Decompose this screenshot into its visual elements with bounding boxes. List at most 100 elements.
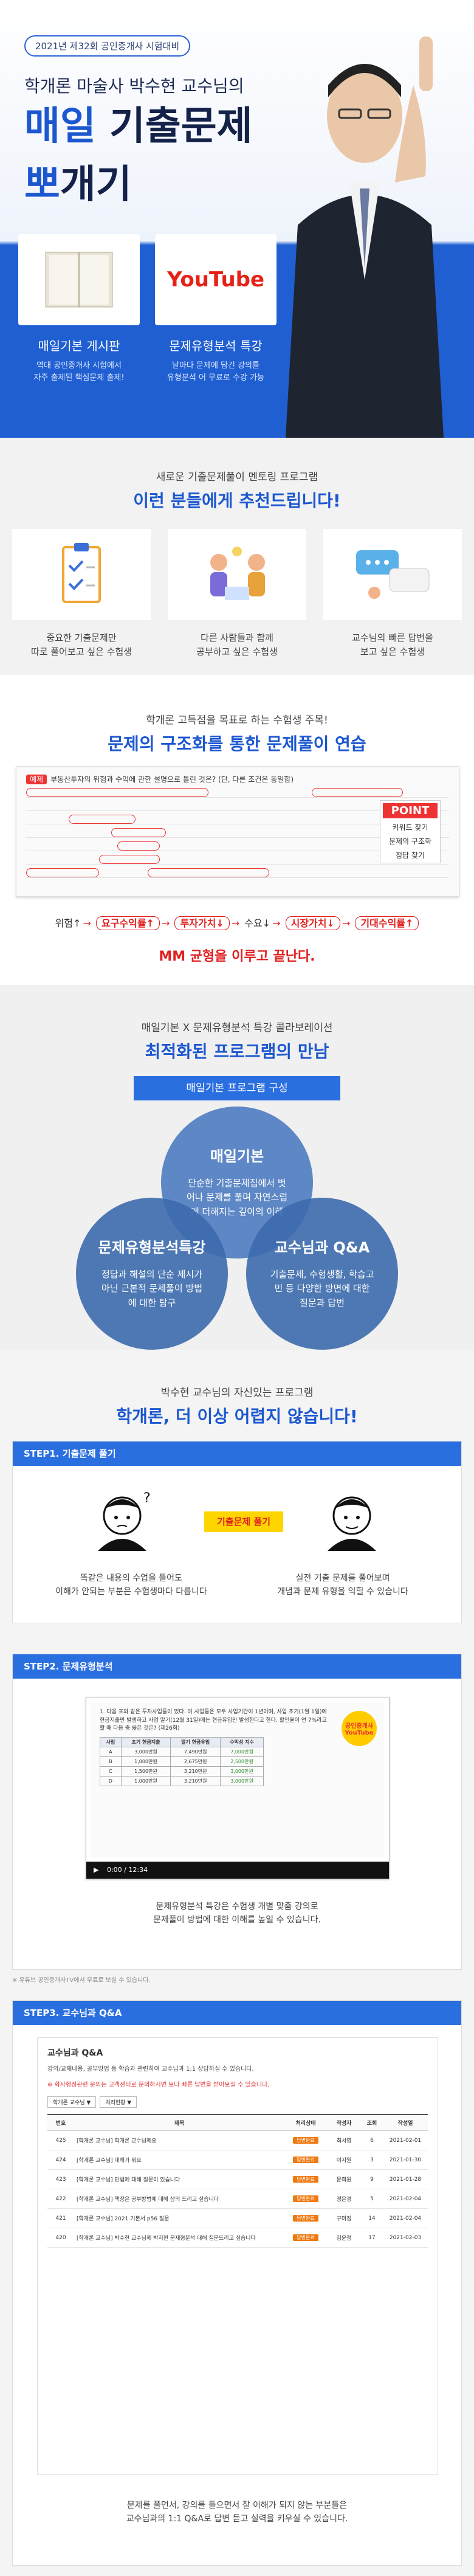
- hero-subtitle: 학개론 마술사 박수현 교수님의: [24, 76, 244, 96]
- highlight-mark: [111, 828, 166, 837]
- table-cell: B: [100, 1756, 122, 1767]
- daily-board-desc: 역대 공인중개사 시험에서 자주 출제된 핵심문제 출제!: [33, 361, 125, 382]
- row-author: 정은경: [327, 2189, 361, 2209]
- table-cell: 1,000만원: [120, 1756, 171, 1767]
- steps-section: 박수현 교수님의 자신있는 프로그램 학개론, 더 이상 어렵지 않습니다! S…: [0, 1350, 474, 2576]
- row-views: 17: [361, 2228, 383, 2248]
- qa-row[interactable]: 420 [학개론 교수님] 박수현 교수님께 박지현 문제형분석 대해 질문드리…: [47, 2228, 428, 2248]
- row-number: 425: [47, 2130, 74, 2150]
- professor-filter-select[interactable]: 학개론 교수님 ▼: [47, 2096, 97, 2108]
- row-title-link[interactable]: [학개론 교수님] 학개론 교수님께요: [74, 2130, 284, 2150]
- step2-header: STEP2. 문제유형분석: [13, 1654, 461, 1679]
- video-time: 0:00 / 12:34: [106, 1866, 148, 1874]
- flow-item: 기대수익률↑: [355, 916, 419, 930]
- video-table: 사업 초기 현금지출 말기 현금유입 수익성 지수 A 3,000만원 7,49…: [100, 1736, 264, 1786]
- row-number: 424: [47, 2150, 74, 2170]
- row-date: 2021-02-04: [383, 2208, 428, 2228]
- status-badge: 답변완료: [293, 2215, 318, 2222]
- row-views: 6: [361, 2130, 383, 2150]
- table-row: D 1,000만원 3,210만원 3,000만원: [100, 1775, 264, 1786]
- highlight-mark: [26, 788, 208, 797]
- analysis-lecture-card[interactable]: YouTube 문제유형분석 특강 날마다 문제에 담긴 강의를 유형분석 어 …: [155, 234, 276, 416]
- step3-box: STEP3. 교수님과 Q&A 교수님과 Q&A 강의/교재내용, 공부방법 등…: [12, 2000, 462, 2566]
- answer-line: [26, 788, 449, 798]
- row-number: 422: [47, 2189, 74, 2209]
- row-status: 답변완료: [284, 2189, 327, 2209]
- youtube-logo-icon: YouTube: [155, 234, 276, 325]
- structure-summary: MM 균형을 이루고 끝난다.: [159, 949, 315, 964]
- study-group-icon: [168, 529, 306, 620]
- table-cell: A: [100, 1746, 122, 1757]
- exam-badge: 2021년 제32회 공인중개사 시험대비: [24, 35, 191, 57]
- row-title-link[interactable]: [학개론 교수님] 민법에 대해 질문이 있습니다: [74, 2169, 284, 2189]
- lecture-video-player[interactable]: 1. 다음 표와 같은 투자사업들이 있다. 이 사업들은 모두 사업기간이 1…: [86, 1697, 390, 1879]
- step1-right-text: 실전 기출 문제를 풀어보며 개념과 문제 유형을 익힐 수 있습니다: [277, 1573, 408, 1597]
- row-title-link[interactable]: [학개론 교수님] 책장은 공부방법에 대해 상의 드리고 싶습니다: [74, 2189, 284, 2209]
- table-header: 초기 현금지출: [120, 1736, 171, 1747]
- steps-subtitle: 박수현 교수님의 자신있는 프로그램: [160, 1387, 314, 1399]
- row-status: 답변완료: [284, 2130, 327, 2150]
- video-controls[interactable]: ▶ 0:00 / 12:34: [86, 1862, 389, 1879]
- qa-row[interactable]: 422 [학개론 교수님] 책장은 공부방법에 대해 상의 드리고 싶습니다 답…: [47, 2189, 428, 2209]
- step3-header: STEP3. 교수님과 Q&A: [13, 2001, 461, 2025]
- row-status: 답변완료: [284, 2208, 327, 2228]
- answer-line: [26, 868, 449, 878]
- table-header: 수익성 지수: [220, 1736, 264, 1747]
- qa-table: 번호 제목 처리상태 작성자 조회 작성일 425 [학개론 교수님] 학개론 …: [47, 2114, 428, 2248]
- daily-board-card[interactable]: 매일기본 게시판 역대 공인중개사 시험에서 자주 출제된 핵심문제 출제!: [18, 234, 140, 416]
- play-icon[interactable]: ▶: [94, 1866, 99, 1874]
- step1-header: STEP1. 기출문제 풀기: [13, 1442, 461, 1466]
- qa-title: 교수님과 Q&A: [47, 2048, 103, 2058]
- col-header: 작성일: [383, 2114, 428, 2131]
- logic-flow: 위험↑→ 요구수익률↑→ 투자가치↓→ 수요↓→ 시장가치↓→ 기대수익률↑: [0, 915, 474, 930]
- recommend-card: 중요한 기출문제만 따로 풀어보고 싶은 수험생: [12, 529, 151, 658]
- table-cell: 3,000만원: [220, 1775, 264, 1786]
- col-header: 번호: [47, 2114, 74, 2131]
- row-title-link[interactable]: [학개론 교수님] 2021 기본서 p56 질문: [74, 2208, 284, 2228]
- table-cell: 3,000만원: [120, 1746, 171, 1757]
- table-row: C 1,500만원 3,210만원 3,000만원: [100, 1766, 264, 1777]
- chat-icon: [323, 529, 462, 620]
- qa-row[interactable]: 423 [학개론 교수님] 민법에 대해 질문이 있습니다 답변완료 문희원 9…: [47, 2169, 428, 2189]
- step1-box: STEP1. 기출문제 풀기 ? 기출문제 풀기 똑같은 내용의 수업을 들어도…: [12, 1441, 462, 1623]
- hero-title-line1: 매일 기출문제: [24, 104, 253, 150]
- col-header: 조회: [361, 2114, 383, 2131]
- table-cell: 2,675만원: [170, 1756, 221, 1767]
- row-title-link[interactable]: [학개론 교수님] 박수현 교수님께 박지현 문제형분석 대해 질문드리고 싶습…: [74, 2228, 284, 2248]
- program-banner: 매일기본 프로그램 구성: [134, 1076, 340, 1100]
- thinking-face-icon: [291, 1484, 413, 1557]
- circle-desc: 기출문제, 수험생활, 학습고민 등 다양한 방면에 대한 질문과 답변: [270, 1269, 374, 1308]
- status-filter-select[interactable]: 처리현황 ▼: [100, 2096, 137, 2108]
- point-item: 정답 찾기: [396, 851, 425, 860]
- row-author: 김윤정: [327, 2228, 361, 2248]
- col-header: 제목: [74, 2114, 284, 2131]
- qa-row[interactable]: 425 [학개론 교수님] 학개론 교수님께요 답변완료 최서영 6 2021-…: [47, 2130, 428, 2150]
- qa-row[interactable]: 421 [학개론 교수님] 2021 기본서 p56 질문 답변완료 구미정 1…: [47, 2208, 428, 2228]
- step2-text: 문제유형분석 특강은 수험생 개별 맞춤 강의로 문제풀이 방법에 대한 이해를…: [153, 1902, 321, 1925]
- table-cell: 1,000만원: [120, 1775, 171, 1786]
- confused-face-icon: ?: [61, 1484, 183, 1557]
- table-cell: 7,000만원: [220, 1746, 264, 1757]
- row-number: 420: [47, 2228, 74, 2248]
- circle-title: 매일기본: [210, 1148, 264, 1165]
- row-status: 답변완료: [284, 2169, 327, 2189]
- row-status: 답변완료: [284, 2150, 327, 2170]
- row-date: 2021-01-28: [383, 2169, 428, 2189]
- youtube-note: ※ 유튜브 공인중개사TV에서 무료로 보실 수 있습니다.: [12, 1977, 151, 1984]
- highlight-mark: [117, 841, 160, 851]
- answer-line: [26, 828, 449, 838]
- table-cell: 7,490만원: [170, 1746, 221, 1757]
- point-box: POINT 키워드 찾기 문제의 구조화 정답 찾기: [380, 800, 441, 863]
- checklist-icon: [12, 529, 151, 620]
- table-header: 말기 현금유입: [170, 1736, 221, 1747]
- answer-line: [26, 815, 449, 824]
- recommend-card: 다른 사람들과 함께 공부하고 싶은 수험생: [168, 529, 306, 658]
- hero-title-part: 개기: [60, 162, 132, 207]
- row-title-link[interactable]: [학개론 교수님] 대해가 뭐요: [74, 2150, 284, 2170]
- book-icon: [18, 234, 140, 325]
- qa-row[interactable]: 424 [학개론 교수님] 대해가 뭐요 답변완료 이지원 3 2021-01-…: [47, 2150, 428, 2170]
- status-badge: 답변완료: [293, 2234, 318, 2241]
- hero-title-part: 기출문제: [109, 104, 253, 149]
